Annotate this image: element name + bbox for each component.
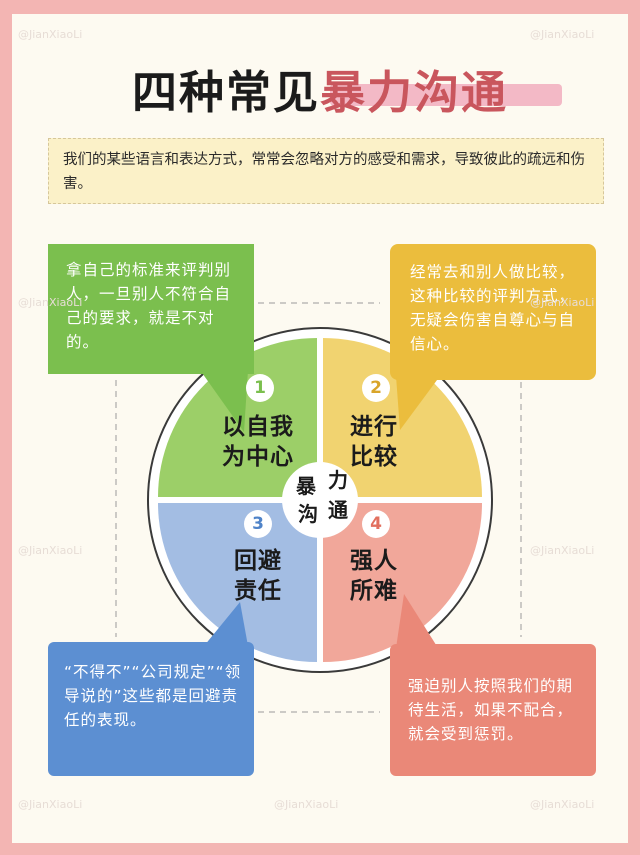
poster: 四种常见暴力沟通 我们的某些语言和表达方式，常常会忽略对方的感受和需求，导致彼此… xyxy=(12,14,628,843)
watermark: @JianXiaoLi xyxy=(530,798,595,811)
title-highlight xyxy=(330,84,562,106)
quadrant-2-line1: 进行 xyxy=(350,414,398,440)
quadrant-1-line1: 以自我 xyxy=(222,414,294,440)
center-char-1: 暴 xyxy=(296,474,316,498)
watermark: @JianXiaoLi xyxy=(18,798,83,811)
diagram-graphic xyxy=(48,244,596,776)
poster-title: 四种常见暴力沟通 xyxy=(12,56,628,121)
watermark: @JianXiaoLi xyxy=(18,544,83,557)
center-char-4: 通 xyxy=(328,498,348,522)
center-char-2: 力 xyxy=(328,468,348,492)
center-disc xyxy=(282,462,358,538)
badge-3: 3 xyxy=(244,510,272,538)
badge-1: 1 xyxy=(246,374,274,402)
watermark: @JianXiaoLi xyxy=(18,296,83,309)
quadrant-3-line1: 回避 xyxy=(234,548,282,574)
callout-1-text: 拿自己的标准来评判别人，一旦别人不符合自己的要求，就是不对的。 xyxy=(66,261,232,351)
quadrant-2-line2: 比较 xyxy=(350,444,398,470)
quadrant-2-label: 进行 比较 xyxy=(334,412,414,472)
callout-3 xyxy=(48,602,254,776)
callout-2-text: 经常去和别人做比较，这种比较的评判方式，无疑会伤害自尊心与自信心。 xyxy=(410,263,576,353)
quadrant-4-line1: 强人 xyxy=(350,548,398,574)
watermark: @JianXiaoLi xyxy=(274,798,339,811)
callout-2 xyxy=(390,244,596,430)
watermark: @JianXiaoLi xyxy=(530,296,595,309)
callout-3-text: “不得不”“公司规定”“领导说的”这些都是回避责任的表现。 xyxy=(64,663,242,729)
quadrant-3-label: 回避 责任 xyxy=(218,546,298,606)
center-char-3: 沟 xyxy=(298,502,318,526)
center-label: 暴 力 沟 通 xyxy=(288,468,352,530)
callout-4-text: 强迫别人按照我们的期待生活，如果不配合，就会受到惩罚。 xyxy=(408,677,574,743)
title-part1: 四种常见 xyxy=(131,66,320,119)
quadrant-4-line2: 所难 xyxy=(350,578,398,604)
title-part2: 暴力沟通 xyxy=(320,66,509,119)
watermark: @JianXiaoLi xyxy=(18,28,83,41)
watermark: @JianXiaoLi xyxy=(530,28,595,41)
intro-box: 我们的某些语言和表达方式，常常会忽略对方的感受和需求，导致彼此的疏远和伤害。 xyxy=(48,138,604,204)
quadrant-4-label: 强人 所难 xyxy=(334,546,414,606)
quadrant-4-shape xyxy=(323,503,482,662)
quadrant-1-line2: 为中心 xyxy=(222,444,294,470)
callout-1 xyxy=(48,244,254,432)
quadrant-3-line2: 责任 xyxy=(234,578,282,604)
watermark: @JianXiaoLi xyxy=(530,544,595,557)
badge-4: 4 xyxy=(362,510,390,538)
quadrant-1-label: 以自我 为中心 xyxy=(208,412,308,472)
callout-4 xyxy=(390,594,596,776)
badge-2: 2 xyxy=(362,374,390,402)
quadrant-3-shape xyxy=(158,503,317,662)
